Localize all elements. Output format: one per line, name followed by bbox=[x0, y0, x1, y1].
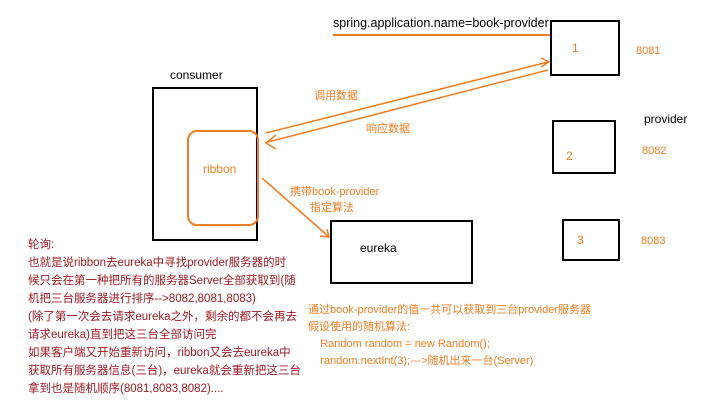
provider-port-2: 8082 bbox=[642, 145, 667, 157]
random-note-line: Random random = new Random(); bbox=[308, 338, 490, 350]
provider-box-2 bbox=[552, 120, 616, 174]
call-arrow bbox=[265, 57, 551, 134]
carry-arrow bbox=[261, 177, 330, 238]
app-name-label: spring.application.name=book-provider bbox=[333, 16, 549, 30]
random-note-line: random.nextInt(3);--->随机出来一台(Server) bbox=[308, 355, 534, 367]
random-note-line: 通过book-provider的值一共可以获取到三台provider服务器 bbox=[308, 304, 591, 316]
polling-note-line: (除了第一次会去请求eureka之外，剩余的都不会再去 bbox=[28, 311, 297, 323]
random-note-line: 假设使用的随机算法: bbox=[308, 321, 411, 333]
polling-note-line: 机把三台服务器进行排序-->8082,8081,8083) bbox=[28, 293, 256, 305]
consumer-title: consumer bbox=[170, 68, 223, 82]
provider-box-1 bbox=[550, 20, 620, 76]
provider-label-2: 2 bbox=[566, 149, 573, 163]
algorithm-label: 指定算法 bbox=[310, 202, 354, 214]
polling-note-line: 获取所有服务器信息(三台)，eureka就会重新把这三台 bbox=[28, 365, 301, 377]
provider-label-3: 3 bbox=[577, 233, 584, 247]
call-data-label: 调用数据 bbox=[314, 90, 358, 102]
provider-port-1: 8081 bbox=[636, 45, 661, 57]
response-data-label: 响应数据 bbox=[366, 123, 410, 135]
provider-label-1: 1 bbox=[572, 41, 579, 55]
random-note: 通过book-provider的值一共可以获取到三台provider服务器 假设… bbox=[308, 302, 591, 370]
response-arrow bbox=[264, 69, 549, 150]
ribbon-box bbox=[187, 130, 259, 226]
provider-port-3: 8083 bbox=[641, 235, 666, 247]
ribbon-label: ribbon bbox=[203, 162, 237, 176]
polling-note-line: 拿到也是随机顺序(8081,8083,8082).... bbox=[28, 383, 224, 395]
provider-title: provider bbox=[644, 112, 688, 126]
carry-provider-label: 携带book-provider bbox=[290, 186, 380, 198]
provider-box-3 bbox=[562, 219, 620, 261]
polling-note-line: 如果客户端又开始重新访问，ribbon又会去eureka中 bbox=[28, 347, 291, 359]
polling-note-line: 轮询: bbox=[28, 239, 55, 251]
eureka-label: eureka bbox=[360, 241, 397, 255]
polling-note-line: 也就是说ribbon去eureka中寻找provider服务器的时 bbox=[28, 257, 287, 269]
polling-note-line: 候只会在第一种把所有的服务器Server全部获取到(随 bbox=[28, 275, 296, 287]
polling-note: 轮询: 也就是说ribbon去eureka中寻找provider服务器的时 候只… bbox=[28, 236, 301, 398]
eureka-box bbox=[330, 220, 473, 284]
polling-note-line: 请求eureka)直到把这三台全部访问完 bbox=[28, 329, 217, 341]
